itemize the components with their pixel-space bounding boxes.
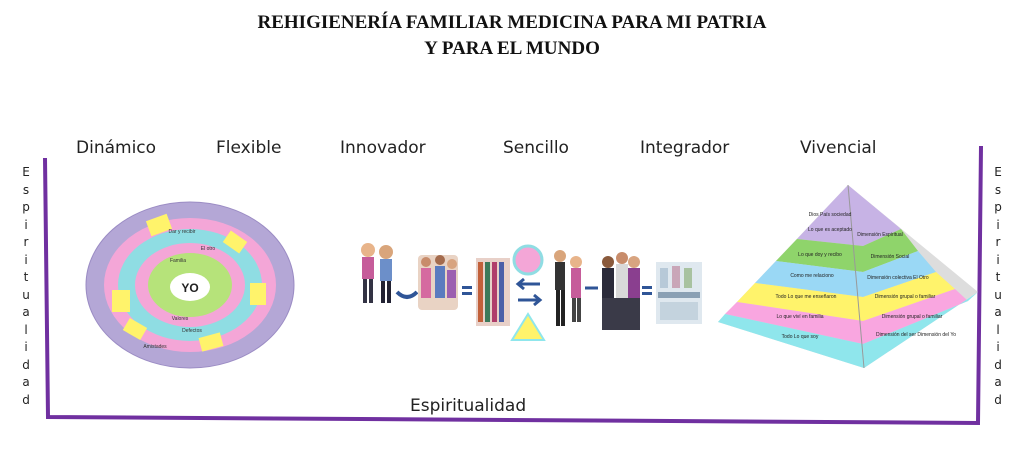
side-label-letter: i (996, 340, 1000, 354)
side-label-letter: p (22, 200, 30, 214)
pyramid-left-label-1: Dios País sociedad (809, 212, 852, 218)
ring-label-valores: Valores (172, 316, 189, 322)
title-line-1: REHIGIENERÍA FAMILIAR MEDICINA PARA MI P… (257, 12, 767, 33)
equals-icon-2 (642, 286, 652, 289)
crowd-figure (476, 258, 510, 326)
side-label-letter: p (994, 200, 1002, 214)
side-label-letter: E (994, 165, 1002, 179)
side-label-letter: i (24, 217, 28, 232)
pyramid-left-label-6: Lo que viví en familia (777, 314, 824, 320)
ring-label-amistades: Amistades (143, 344, 167, 350)
ring-label-dar-recibir: Dar y recibir (169, 229, 196, 235)
side-label-letter: t (23, 270, 29, 284)
equals-icon (462, 286, 472, 289)
pyramid-left-label-5: Todo Lo que me enseñaron (776, 294, 837, 300)
bottom-label: Espiritualidad (410, 396, 527, 416)
pyramid-left-label-3: Lo que doy y recibo (798, 252, 842, 258)
side-label-letter: a (994, 375, 1002, 389)
ring-label-familia: Familia (170, 258, 186, 264)
side-label-letter: r (23, 235, 29, 249)
arrow-right-icon (518, 293, 543, 307)
couple-figure (554, 250, 582, 326)
pyramid-right-label-3: Dimensión colectiva El Otro (867, 275, 929, 281)
side-label-letter: d (994, 357, 1002, 372)
side-label-letter: t (995, 270, 1001, 284)
circle-center-label: YO (181, 281, 198, 295)
arrow-left-icon (515, 277, 540, 291)
pyramid-right-label-2: Dimensión Social (871, 254, 910, 260)
circle-diagram: YO Dar y recibir El otro Familia Defecto… (85, 201, 295, 369)
side-label-letter: r (995, 235, 1001, 249)
mini-pyramid-icon (510, 312, 546, 341)
side-label-letter: a (994, 305, 1002, 319)
side-label-letter: l (24, 322, 28, 337)
pyramid-right-label-6: Dimensión del ser Dimensión del Yo (876, 332, 956, 338)
side-label-letter: i (996, 217, 1000, 232)
attribute-innovador: Innovador (340, 138, 426, 158)
side-label-letter: d (994, 392, 1002, 407)
side-label-letter: d (22, 357, 30, 372)
pyramid-left-label-2: Lo que es aceptado (808, 227, 852, 233)
side-label-letter: i (24, 340, 28, 354)
title-line-2: Y PARA EL MUNDO (424, 38, 600, 59)
attribute-integrador: Integrador (640, 138, 730, 158)
side-label-letter: s (994, 182, 1002, 197)
side-label-letter: a (22, 305, 30, 319)
family-group-figure (418, 255, 458, 310)
side-label-letter: i (24, 252, 28, 267)
people-illustration (361, 243, 702, 341)
group-figure (602, 252, 640, 330)
attribute-dinamico: Dinámico (76, 138, 157, 158)
attribute-flexible: Flexible (216, 138, 282, 158)
frame-bracket (43, 145, 983, 426)
pyramid-left-label-7: Todo Lo que soy (782, 334, 819, 340)
side-label-letter: u (22, 287, 30, 302)
pyramid-right-label-4: Dimensión grupal o familiar (875, 294, 936, 300)
pyramid-right-label-1: Dimensión Espiritual (857, 232, 903, 238)
side-label-letter: d (22, 392, 30, 407)
side-label-letter: a (22, 375, 30, 389)
ring-label-el-otro: El otro (201, 246, 216, 252)
side-label-letter: u (994, 287, 1002, 302)
ring-label-defectos: Defectos (182, 328, 202, 334)
classroom-figure (656, 262, 702, 324)
page-title: REHIGIENERÍA FAMILIAR MEDICINA PARA MI P… (0, 10, 1024, 62)
attribute-sencillo: Sencillo (503, 138, 569, 158)
side-label-letter: l (996, 322, 1000, 337)
attribute-vivencial: Vivencial (800, 138, 877, 158)
person-figure (361, 243, 393, 303)
side-label-letter: s (22, 182, 30, 197)
side-label-letter: E (22, 165, 30, 179)
pyramid-diagram: Dios País sociedad Lo que es aceptado Lo… (718, 184, 978, 369)
mini-circle-diagram-icon (512, 244, 544, 276)
arrow-icon (395, 290, 419, 299)
pyramid-right-label-5: Dimensión grupal o familiar (882, 314, 943, 320)
pyramid-left-label-4: Como me relaciono (790, 273, 834, 279)
side-label-letter: i (996, 252, 1000, 267)
